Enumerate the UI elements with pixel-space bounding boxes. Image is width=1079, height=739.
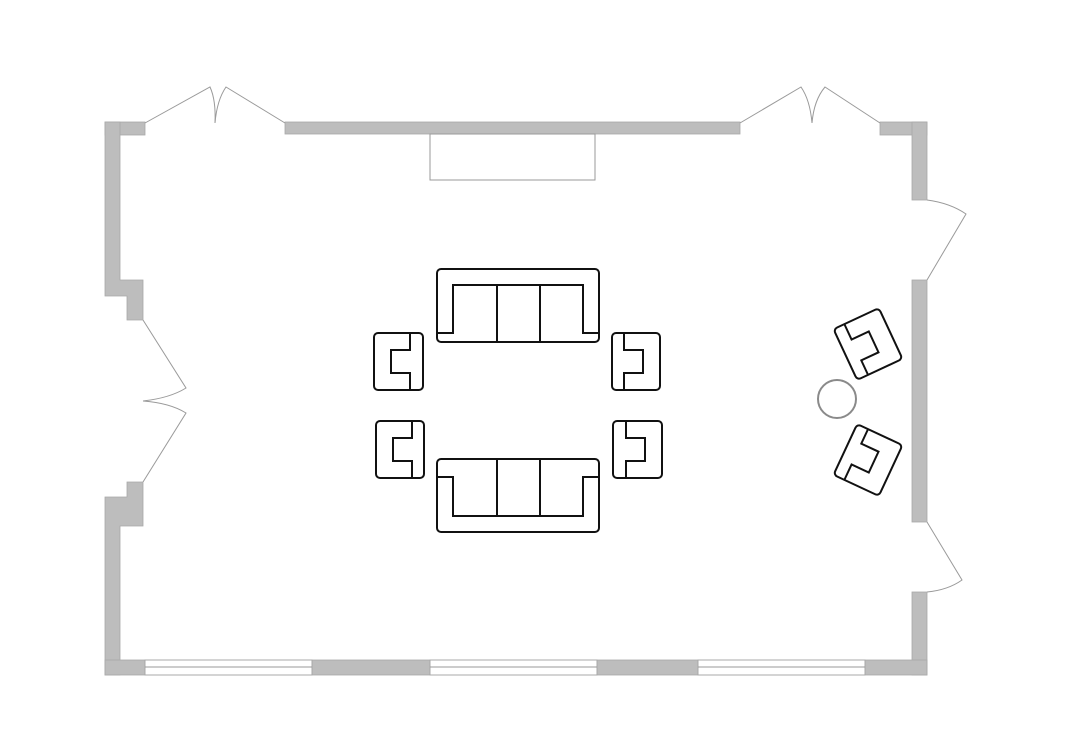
door-top-right[interactable] [739, 86, 881, 124]
fireplace [429, 133, 596, 181]
sofa-top [436, 268, 600, 343]
wall-bottom-4 [864, 659, 928, 676]
wall-right-middle [911, 279, 928, 523]
armchair-top-left [373, 332, 424, 391]
side-table [817, 379, 857, 419]
wall-top-center [284, 121, 741, 135]
armchair-bottom-right [612, 420, 663, 479]
door-right-bottom[interactable] [926, 521, 963, 593]
wall-right-top [911, 121, 928, 201]
window-2 [429, 659, 598, 676]
wall-left-upper [104, 121, 144, 321]
windows [144, 659, 866, 676]
wall-bottom-3 [596, 659, 699, 676]
door-top-left[interactable] [144, 86, 286, 124]
armchair-top-right [611, 332, 661, 391]
wall-left-lower [104, 481, 144, 676]
armchair-bottom-left [375, 420, 425, 479]
armchair-angled-bottom [833, 424, 903, 496]
walls [104, 121, 928, 676]
window-1 [144, 659, 313, 676]
wall-bottom-2 [311, 659, 431, 676]
wall-bottom-1 [104, 659, 146, 676]
door-right-top[interactable] [926, 199, 967, 281]
window-3 [697, 659, 866, 676]
armchair-angled-top [833, 308, 903, 380]
sofa-bottom [436, 458, 600, 533]
door-left[interactable] [142, 319, 187, 483]
